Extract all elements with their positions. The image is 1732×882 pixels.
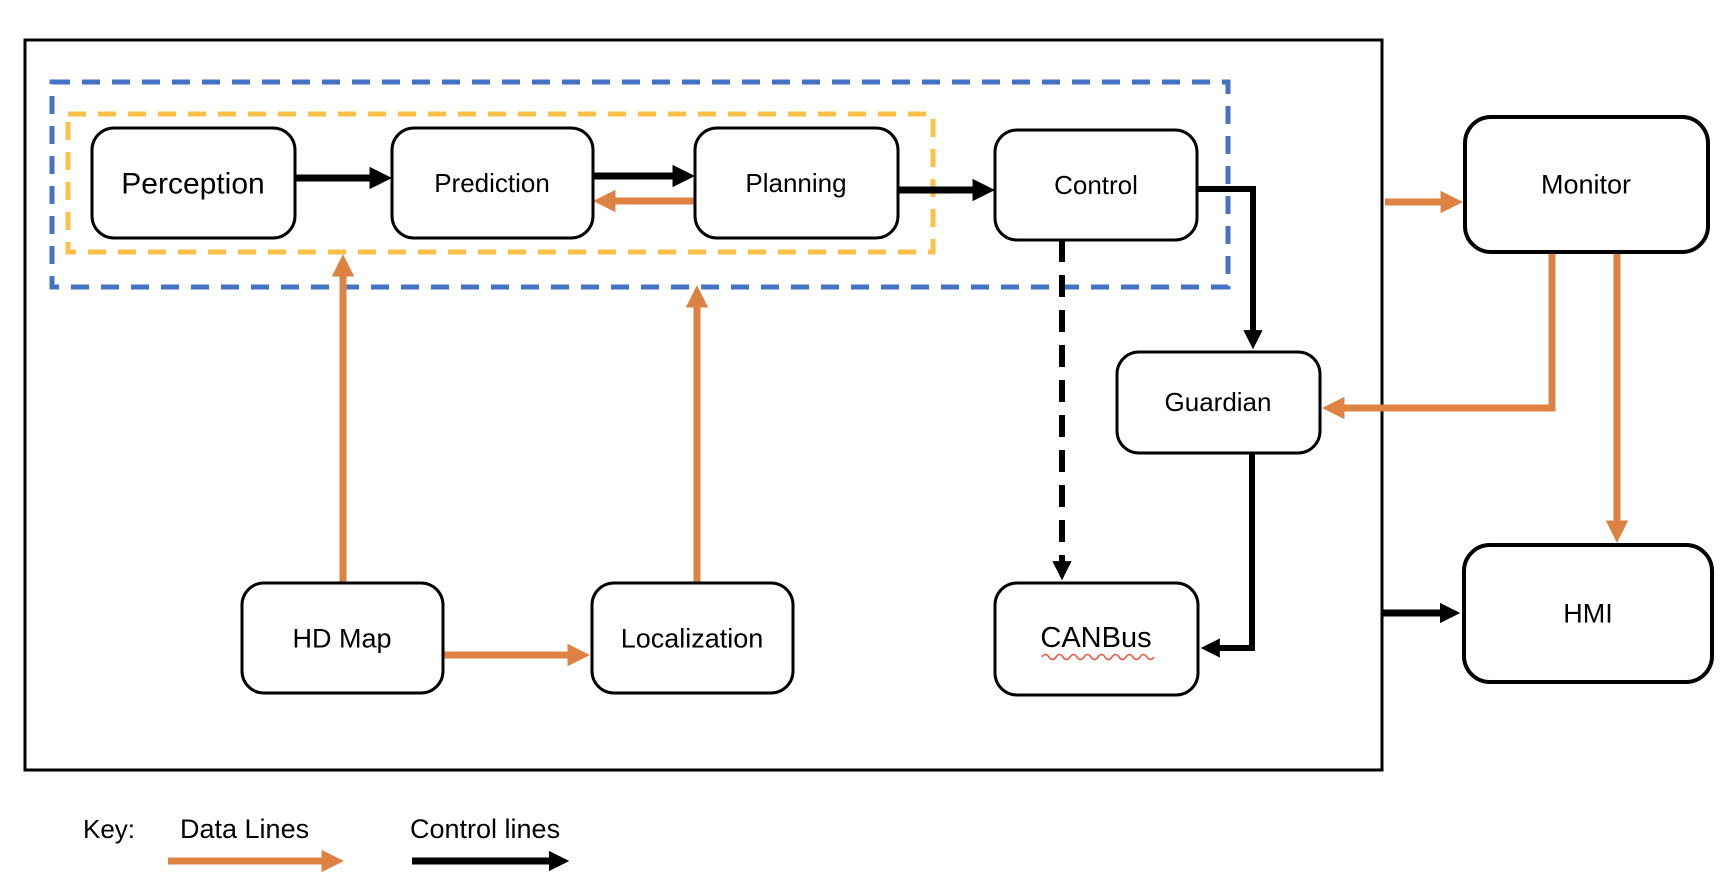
- node-guardian-label: Guardian: [1165, 387, 1272, 417]
- node-control: Control: [993, 128, 1199, 242]
- node-hmi: HMI: [1462, 543, 1714, 684]
- node-prediction-box: [390, 126, 595, 240]
- node-hmi-box: [1462, 543, 1714, 684]
- node-guardian: Guardian: [1115, 350, 1322, 455]
- node-hdmap-box: [240, 581, 445, 695]
- node-perception: Perception: [90, 126, 297, 240]
- module-group-dashed-box-yellow: [65, 111, 936, 255]
- node-control-box: [993, 128, 1199, 242]
- key-control-lines-label: Control lines: [410, 814, 560, 844]
- key-data-lines-label: Data Lines: [180, 814, 309, 844]
- node-hmi-label: HMI: [1563, 598, 1613, 628]
- node-localization-label: Localization: [621, 623, 764, 653]
- module-group-dashed-box-blue: [49, 79, 1231, 290]
- node-localization: Localization: [590, 581, 795, 695]
- node-hdmap-label: HD Map: [292, 623, 391, 653]
- node-canbus: CANBus: [993, 581, 1200, 697]
- node-canbus-box: [993, 581, 1200, 697]
- arrow-monitor-to-guardian: [1322, 252, 1556, 420]
- node-planning-box: [693, 126, 900, 240]
- node-monitor: Monitor: [1463, 115, 1710, 254]
- node-localization-box: [590, 581, 795, 695]
- node-planning-label: Planning: [745, 168, 846, 198]
- canbus-spellcheck-squiggle: [1041, 653, 1155, 661]
- node-control-label: Control: [1054, 170, 1138, 200]
- legend: Key: Data Lines Control lines: [83, 814, 570, 873]
- arrow-control-to-guardian: [1197, 186, 1263, 350]
- node-prediction: Prediction: [390, 126, 595, 240]
- node-monitor-label: Monitor: [1541, 169, 1631, 199]
- node-guardian-box: [1115, 350, 1322, 455]
- key-label: Key:: [83, 814, 135, 844]
- node-prediction-label: Prediction: [434, 168, 550, 198]
- node-planning: Planning: [693, 126, 900, 240]
- node-perception-label: Perception: [121, 168, 264, 201]
- node-monitor-box: [1463, 115, 1710, 254]
- node-hdmap: HD Map: [240, 581, 445, 695]
- node-canbus-label: CANBus: [1040, 622, 1151, 654]
- node-perception-box: [90, 126, 297, 240]
- arrow-guardian-to-canbus: [1200, 453, 1255, 658]
